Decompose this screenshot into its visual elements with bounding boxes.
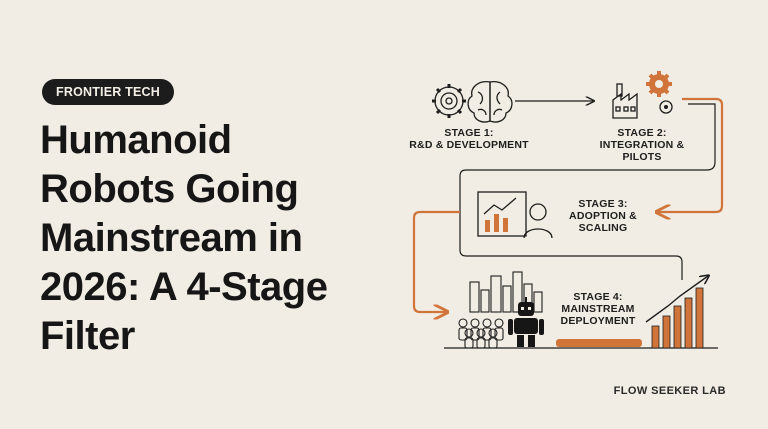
stage-2-line2: INTEGRATION &	[600, 139, 685, 151]
connector-2-3-inner	[459, 103, 716, 280]
connector-3-4-accent	[412, 210, 460, 312]
title-line: Filter	[40, 314, 135, 358]
stage-4-line2: MAINSTREAM	[561, 303, 634, 315]
title-line: Robots Going	[40, 167, 299, 211]
title-line: 2026: A 4-Stage	[40, 265, 328, 309]
brand-footer: FLOW SEEKER LAB	[613, 385, 726, 397]
gear-icon	[432, 84, 466, 118]
stage-4-line1: STAGE 4:	[573, 291, 622, 303]
page-title: Humanoid Robots Going Mainstream in 2026…	[40, 116, 400, 361]
stage-1-label: STAGE 1: R&D & DEVELOPMENT	[409, 127, 529, 151]
factory-icon	[612, 83, 638, 119]
stage-4-label: STAGE 4: MAINSTREAM DEPLOYMENT	[561, 291, 636, 327]
crowd-icon	[458, 318, 504, 349]
growth-board-icon	[477, 191, 527, 237]
stage-2-label: STAGE 2: INTEGRATION & PILOTS	[600, 127, 685, 163]
stage-3-label: STAGE 3: ADOPTION & SCALING	[569, 198, 637, 234]
brain-icon	[467, 81, 513, 123]
stage-2-line1: STAGE 2:	[617, 127, 666, 139]
category-badge: FRONTIER TECH	[42, 79, 174, 105]
stage-4-line3: DEPLOYMENT	[561, 315, 636, 327]
stage-2-line3: PILOTS	[622, 151, 661, 163]
stage-3-line1: STAGE 3:	[578, 198, 627, 210]
stage-1-line2: R&D & DEVELOPMENT	[409, 139, 529, 151]
baseline-accent	[556, 339, 642, 347]
stage-3-line3: SCALING	[579, 222, 628, 234]
robot-icon	[508, 297, 544, 347]
stage-3-line2: ADOPTION &	[569, 210, 637, 222]
flow-connectors	[412, 97, 724, 349]
stage-1-line1: STAGE 1:	[444, 127, 493, 139]
title-line: Humanoid	[40, 118, 232, 162]
connector-2-3-accent	[658, 97, 724, 212]
city-skyline-icon	[469, 271, 543, 313]
title-line: Mainstream in	[40, 216, 303, 260]
small-gear-icon	[646, 71, 673, 114]
bar-growth-icon	[645, 276, 708, 349]
person-icon	[523, 203, 553, 239]
